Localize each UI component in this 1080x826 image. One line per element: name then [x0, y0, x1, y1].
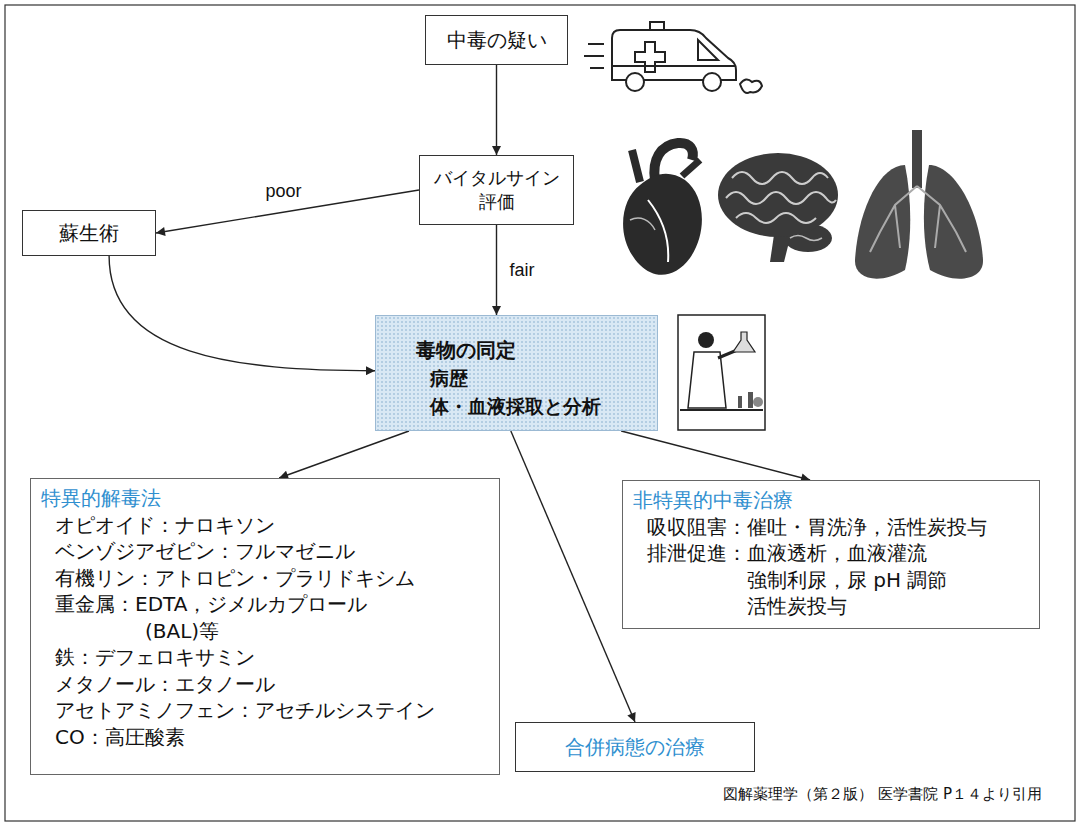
lung [924, 165, 983, 279]
bronchi [870, 186, 966, 252]
heart-line [630, 218, 655, 230]
node-heading: 非特異的中毒治療 [633, 487, 1029, 514]
scientist-illustration [678, 315, 765, 430]
node-text: バイタルサイン 評価 [429, 166, 564, 215]
flow-arrow [621, 431, 810, 480]
scientist-head [698, 332, 714, 348]
ambulance-wheel [703, 73, 721, 91]
node-text: アセトアミノフェン：アセチルシステイン [55, 697, 489, 724]
heart-line [648, 200, 668, 262]
start-box: 中毒の疑い [425, 15, 568, 65]
node-text: オピオイド：ナロキソン [55, 512, 489, 539]
gyrus-line [726, 192, 836, 204]
node-text: CO：高圧酸素 [55, 724, 489, 751]
node-text: 鉄：デフェロキサミン [55, 644, 489, 671]
ambulance-stripe [612, 65, 736, 67]
node-heading: 特異的解毒法 [41, 485, 489, 512]
picture-frame [678, 315, 765, 430]
gyrus-line [790, 236, 822, 241]
outer-frame [5, 5, 1075, 821]
motion-line [588, 43, 604, 45]
highlight-box: 毒物の同定病歴体・血液採取と分析 [375, 315, 658, 431]
edge-label: fair [507, 260, 538, 281]
test-tubes [738, 392, 753, 408]
flow-arrow [511, 431, 635, 722]
round-flask [753, 397, 763, 407]
lung [855, 165, 910, 279]
lungs-illustration [855, 130, 983, 279]
edge-label: poor [262, 181, 304, 202]
process-box: バイタルサイン 評価 [419, 155, 574, 225]
heart-body [623, 174, 702, 275]
vessel [682, 160, 700, 176]
flow-arrow [109, 256, 375, 371]
process-box: 蘇生術 [22, 210, 156, 256]
motion-line [584, 55, 604, 57]
ambulance-wheel [626, 73, 644, 91]
node-heading: 毒物の同定 [416, 336, 647, 364]
node-text: メタノール：エタノール [55, 671, 489, 698]
flow-arrow [279, 431, 409, 478]
ambulance-cross [635, 42, 665, 72]
node-text: ベンゾジアゼピン：フルマゼニル [55, 538, 489, 565]
node-text: 合併病態の治療 [565, 734, 705, 761]
list-box: 非特異的中毒治療吸収阻害：催吐・胃洗浄，活性炭投与排泄促進：血液透析，血液灌流 … [622, 480, 1040, 629]
trachea [912, 130, 922, 188]
ambulance-window [698, 40, 718, 60]
node-text: 重金属：EDTA，ジメルカプロール (BAL)等 [55, 591, 395, 644]
list-box: 特異的解毒法オピオイド：ナロキソンベンゾジアゼピン：フルマゼニル有機リン：アトロ… [30, 478, 500, 775]
cerebrum [718, 153, 838, 237]
node-text: 蘇生術 [59, 220, 119, 247]
motion-line [590, 67, 604, 69]
exhaust-cloud [740, 79, 762, 93]
node-text: 排泄促進：血液透析，血液灌流 強制利尿，尿 pH 調節 活性炭投与 [647, 540, 962, 620]
heart-illustration [623, 143, 702, 275]
vessel [632, 150, 640, 182]
node-text: 吸収阻害：催吐・胃洗浄，活性炭投与 [647, 514, 1029, 541]
gyrus-line [732, 172, 828, 184]
flow-arrow [496, 65, 497, 155]
lab-coat [688, 352, 726, 408]
ambulance-illustration [584, 22, 762, 93]
node-text: 病歴 [430, 364, 647, 392]
lab-bench [680, 409, 763, 411]
gyrus-line [736, 213, 816, 223]
flow-arrow [496, 225, 497, 315]
node-text: 体・血液採取と分析 [430, 392, 647, 420]
flask [733, 332, 755, 352]
process-box: 合併病態の治療 [515, 722, 755, 772]
ambulance-siren [650, 22, 664, 30]
ambulance-body [612, 30, 736, 80]
node-text: 有機リン：アトロピン・プラリドキシム [55, 565, 489, 592]
source-note: 図解薬理学（第２版） 医学書院 P１４より引用 [723, 785, 1042, 804]
brain-illustration [718, 153, 838, 262]
node-text: 中毒の疑い [447, 27, 547, 54]
